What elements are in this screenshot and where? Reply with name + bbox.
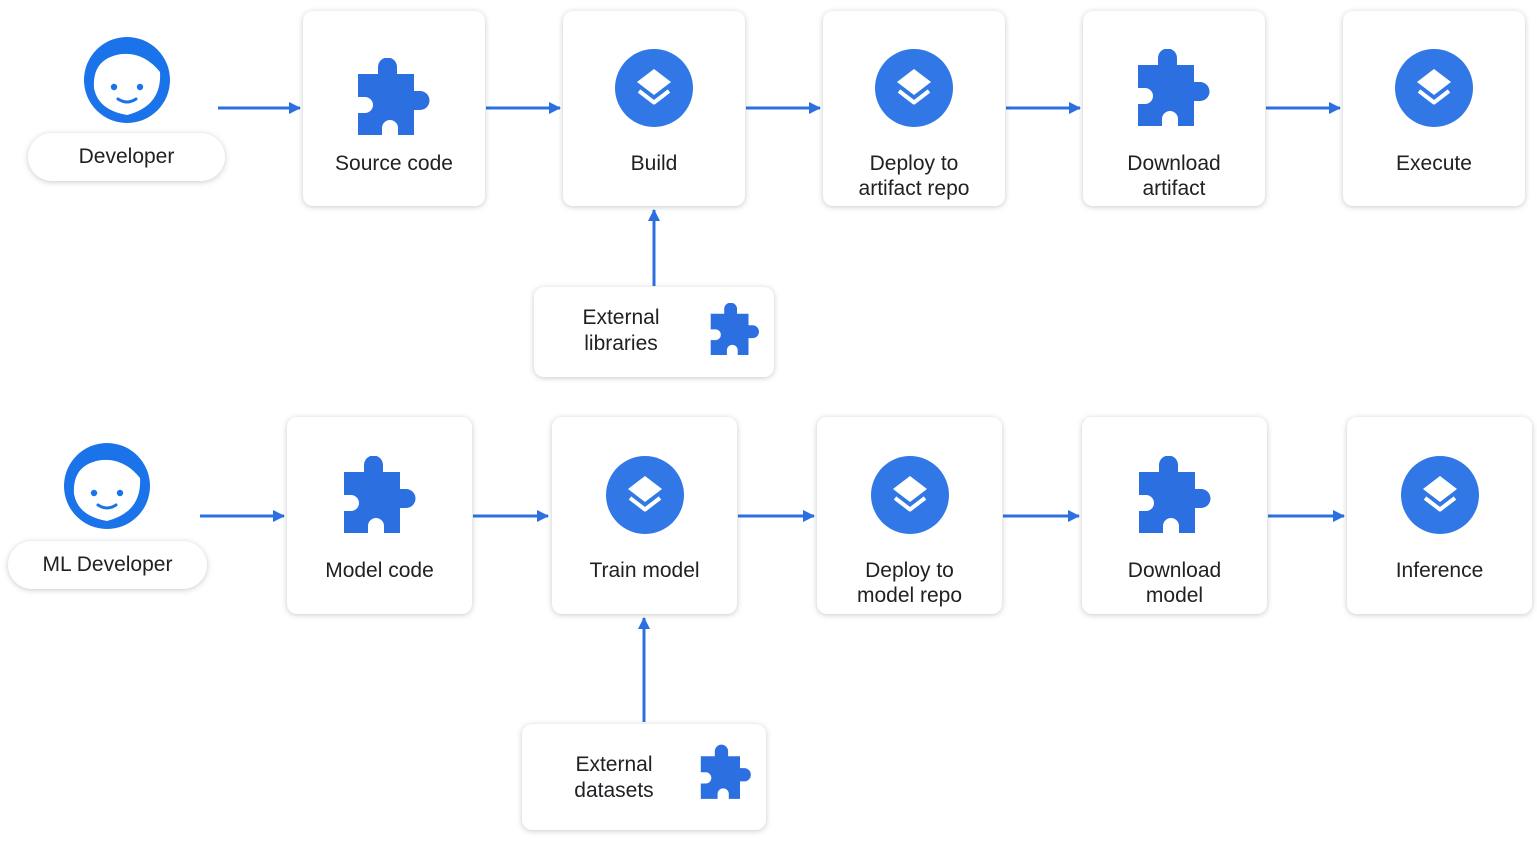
node-deploy-to-model-repo: Deploy to model repo: [817, 417, 1002, 614]
node-label: Execute: [1396, 152, 1472, 175]
node-label: Inference: [1395, 559, 1484, 582]
node-deploy-to-artifact-repo: Deploy to artifact repo: [823, 11, 1005, 206]
layers-icon: [1395, 49, 1473, 127]
developer-avatar-icon: [84, 37, 170, 123]
layers-icon: [615, 49, 693, 127]
node-label: Download model: [1127, 559, 1222, 607]
node-label: Deploy to artifact repo: [858, 152, 970, 200]
ml-developer-avatar-icon: [64, 443, 150, 529]
external-datasets: External datasets: [522, 724, 766, 830]
node-execute: Execute: [1343, 11, 1525, 206]
ml-developer-label: ML Developer: [8, 541, 207, 589]
puzzle-piece-icon: [710, 303, 759, 355]
developer-label: Developer: [28, 133, 225, 181]
node-download-model: Download model: [1082, 417, 1267, 614]
node-label: Train model: [589, 559, 700, 582]
external-libraries-label: External libraries: [582, 306, 660, 355]
node-download-artifact: Download artifact: [1083, 11, 1265, 206]
layers-icon: [1400, 456, 1479, 534]
node-build: Build: [563, 11, 745, 206]
node-source-code: Source code: [303, 11, 485, 206]
external-datasets-label: External datasets: [574, 753, 654, 802]
node-label: Model code: [325, 559, 434, 582]
node-model-code: Model code: [287, 417, 472, 614]
layers-icon: [605, 456, 684, 534]
layers-icon: [870, 456, 949, 534]
node-label: Deploy to model repo: [856, 559, 963, 607]
puzzle-piece-icon: [1138, 456, 1210, 533]
node-label: Download artifact: [1127, 152, 1221, 200]
node-inference: Inference: [1347, 417, 1532, 614]
puzzle-piece-icon: [343, 456, 415, 533]
node-label: Source code: [335, 152, 453, 175]
external-libraries: External libraries: [534, 287, 774, 377]
puzzle-piece-icon: [358, 58, 430, 135]
layers-icon: [875, 49, 953, 127]
node-label: Build: [630, 152, 678, 175]
puzzle-piece-icon: [700, 744, 751, 799]
node-train-model: Train model: [552, 417, 737, 614]
puzzle-piece-icon: [1138, 49, 1210, 126]
